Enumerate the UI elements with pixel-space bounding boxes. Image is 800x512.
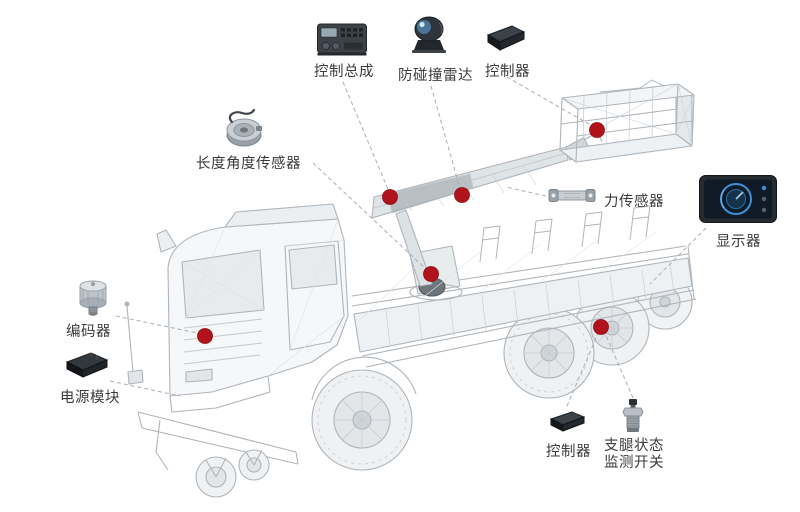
label-power-module: 电源模块 xyxy=(60,390,120,406)
power-module-icon xyxy=(64,348,110,380)
load-cell-icon xyxy=(548,186,596,206)
encoder-icon xyxy=(70,276,114,320)
stake-frames xyxy=(479,205,651,263)
label-encoder: 编码器 xyxy=(66,324,111,340)
connector-outrigger-switch xyxy=(604,332,634,399)
connector-control-assembly xyxy=(342,81,391,195)
basket-cage xyxy=(559,79,695,163)
marker-rear-axle xyxy=(593,319,609,335)
sensor-markers xyxy=(197,122,609,344)
connector-display xyxy=(649,227,707,285)
front-wheel xyxy=(311,369,413,471)
anti-collision-radar-icon xyxy=(406,14,454,58)
chassis xyxy=(351,245,697,368)
label-display: 显示器 xyxy=(716,234,761,250)
truck-illustration xyxy=(124,79,697,498)
connector-encoder xyxy=(115,315,203,335)
marker-boom-left xyxy=(382,189,398,205)
label-outrigger-switch-line2: 监测开关 xyxy=(604,455,664,471)
label-force-sensor: 力传感器 xyxy=(604,194,664,210)
connector-power-module xyxy=(109,380,181,397)
control-assembly-icon xyxy=(316,20,368,58)
label-outrigger-switch: 支腿状态 监测开关 xyxy=(604,438,664,472)
connector-controller-top xyxy=(506,76,595,128)
label-outrigger-switch-line1: 支腿状态 xyxy=(604,438,664,454)
marker-turret xyxy=(423,266,439,282)
controller-bottom-icon xyxy=(548,408,588,434)
connector-anti-collision-radar xyxy=(430,85,462,193)
connector-force-sensor xyxy=(505,186,547,197)
marker-boom-mid xyxy=(454,187,470,203)
connector-lines xyxy=(109,76,707,407)
rear-wheels xyxy=(503,274,693,399)
display-tablet-icon xyxy=(698,174,778,226)
cab xyxy=(156,203,417,413)
draw-wire-angle-sensor-icon xyxy=(222,108,266,150)
label-controller-top: 控制器 xyxy=(485,64,530,80)
marker-basket xyxy=(589,122,605,138)
connector-length-angle-sensor xyxy=(312,162,429,272)
label-length-angle-sensor: 长度角度传感器 xyxy=(196,156,301,172)
label-controller-bottom: 控制器 xyxy=(546,444,591,460)
label-anti-collision-radar: 防碰撞雷达 xyxy=(398,68,473,84)
marker-cab xyxy=(197,328,213,344)
antenna xyxy=(124,301,144,385)
front-outrigger xyxy=(137,411,299,498)
outrigger-switch-icon xyxy=(618,398,648,436)
controller-top-icon xyxy=(484,22,528,54)
label-control-assembly: 控制总成 xyxy=(314,64,374,80)
